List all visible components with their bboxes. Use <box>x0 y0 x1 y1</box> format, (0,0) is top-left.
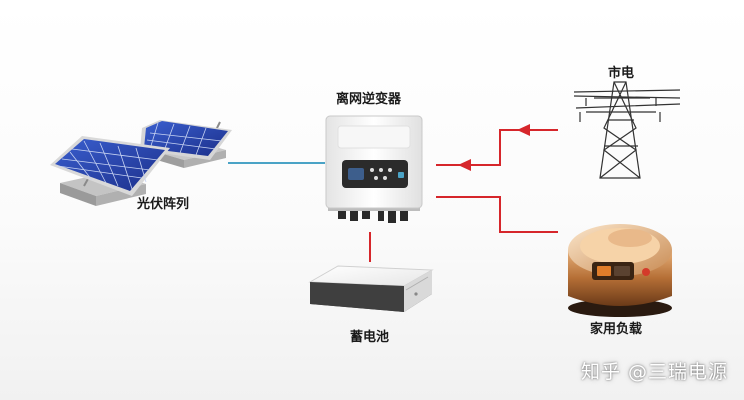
inverter-icon <box>325 115 423 223</box>
watermark: 知乎 @三瑞电源 <box>580 361 728 383</box>
solar-label: 光伏阵列 <box>137 197 190 212</box>
inverter-to-load-line <box>436 196 558 233</box>
battery-icon <box>308 265 434 312</box>
load-label: 家用负载 <box>590 322 643 337</box>
grid-flow-arrow-upper <box>517 124 530 136</box>
power-tower-icon <box>573 81 681 179</box>
grid-flow-arrow-lower <box>458 159 471 171</box>
inverter-label: 离网逆变器 <box>336 92 402 107</box>
battery-label: 蓄电池 <box>350 330 390 345</box>
grid-label: 市电 <box>608 66 635 81</box>
rice-cooker-icon <box>568 224 672 317</box>
grid-to-inverter-line <box>436 124 558 171</box>
solar-panel-array-icon <box>50 120 232 206</box>
